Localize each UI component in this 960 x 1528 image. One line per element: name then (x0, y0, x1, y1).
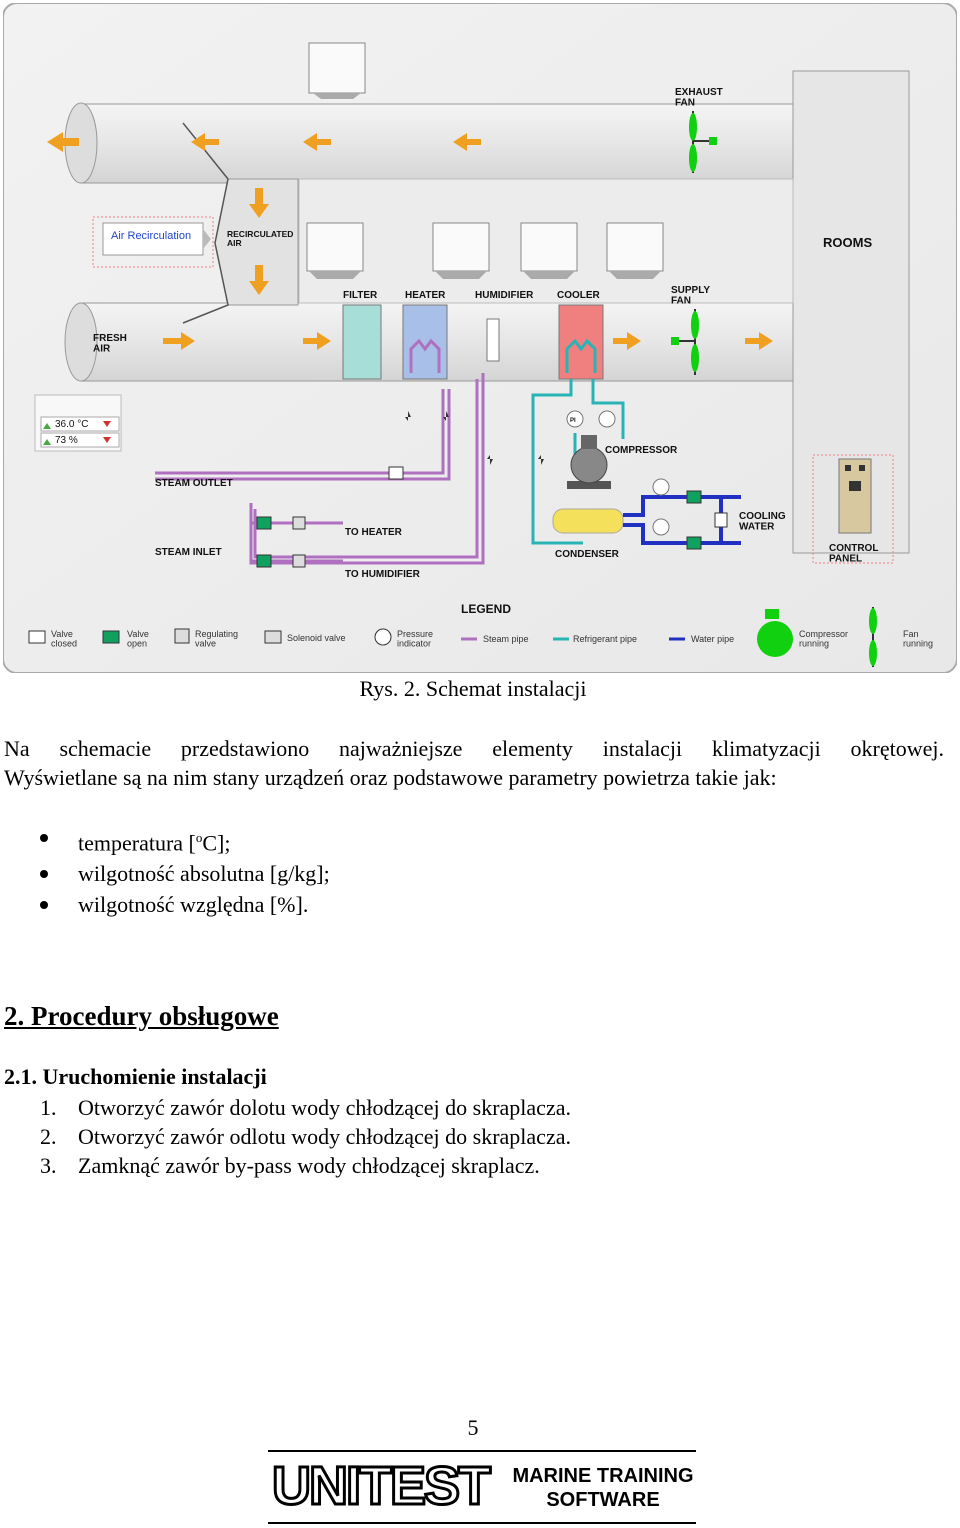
control-panel-button[interactable] (838, 458, 872, 534)
section-heading: 2. Procedury obsługowe (4, 1001, 279, 1031)
intro-line-2: Wyświetlane są na nim stany urządzeń ora… (4, 765, 777, 790)
humidity-value: 73 % (55, 435, 78, 446)
supply-fan-icon (671, 309, 699, 375)
cooler-label: COOLER (557, 290, 601, 301)
steam-valves[interactable] (256, 466, 404, 568)
legend-steam-pipe: Steam pipe (483, 634, 529, 644)
list-item: 1.Otworzyć zawór dolotu wody chłodzącej … (40, 1095, 571, 1120)
air-parameters-widget (34, 394, 122, 452)
filter-label: FILTER (343, 290, 378, 301)
compressor-icon (567, 435, 611, 489)
exhaust-fan-icon (689, 111, 717, 173)
steam-outlet-label: STEAM OUTLET (155, 478, 233, 489)
condenser (552, 508, 624, 534)
temperature-value: 36.0 °C (55, 419, 88, 430)
flow-arrows (47, 132, 773, 350)
air-recirculation-label: Air Recirculation (111, 230, 191, 242)
humidifier-section (486, 318, 500, 362)
exhaust-duct (80, 103, 794, 184)
subsection-heading: 2.1. Uruchomienie instalacji (4, 1064, 267, 1089)
cooling-water-valves[interactable] (686, 490, 728, 550)
rooms-label: ROOMS (823, 235, 872, 250)
list-item: wilgotność względna [%]. (40, 889, 330, 920)
list-item: temperatura [oC]; (40, 822, 330, 858)
pressure-indicator-label: PI (570, 418, 576, 424)
legend-solenoid-valve: Solenoid valve (287, 633, 346, 643)
page-number: 5 (467, 1415, 479, 1440)
unitest-logo: UNITEST (270, 1455, 492, 1518)
footer-logo: UNITEST MARINE TRAINING SOFTWARE (268, 1450, 696, 1526)
to-heater-label: TO HEATER (345, 527, 403, 538)
list-item: wilgotność absolutna [g/kg]; (40, 858, 330, 889)
marine-training-software: MARINE TRAINING SOFTWARE (512, 1465, 694, 1511)
list-item: 3.Zamknąć zawór by-pass wody chłodzącej … (40, 1153, 540, 1178)
compressor-label: COMPRESSOR (605, 445, 678, 456)
intro-paragraph: Na schemacie przedstawiono najważniejsze… (4, 734, 944, 792)
component-displays (306, 222, 664, 279)
filter-section (342, 304, 382, 380)
figure-caption: Rys. 2. Schemat instalacji (359, 676, 587, 701)
list-item: 2.Otworzyć zawór odlotu wody chłodzącej … (40, 1124, 571, 1149)
legend-water-pipe: Water pipe (691, 634, 734, 644)
heater-label: HEATER (405, 290, 446, 301)
startup-steps: 1.Otworzyć zawór dolotu wody chłodzącej … (40, 1093, 571, 1180)
condenser-label: CONDENSER (555, 549, 620, 560)
to-humidifier-label: TO HUMIDIFIER (345, 569, 421, 580)
legend-refrigerant-pipe: Refrigerant pipe (573, 634, 637, 644)
legend-title: LEGEND (461, 602, 511, 616)
steam-inlet-label: STEAM INLET (155, 547, 222, 558)
intro-line-1: Na schemacie przedstawiono najważniejsze… (4, 736, 944, 761)
humidifier-label: HUMIDIFIER (475, 290, 534, 301)
parameter-list: temperatura [oC]; wilgotność absolutna [… (40, 822, 330, 920)
